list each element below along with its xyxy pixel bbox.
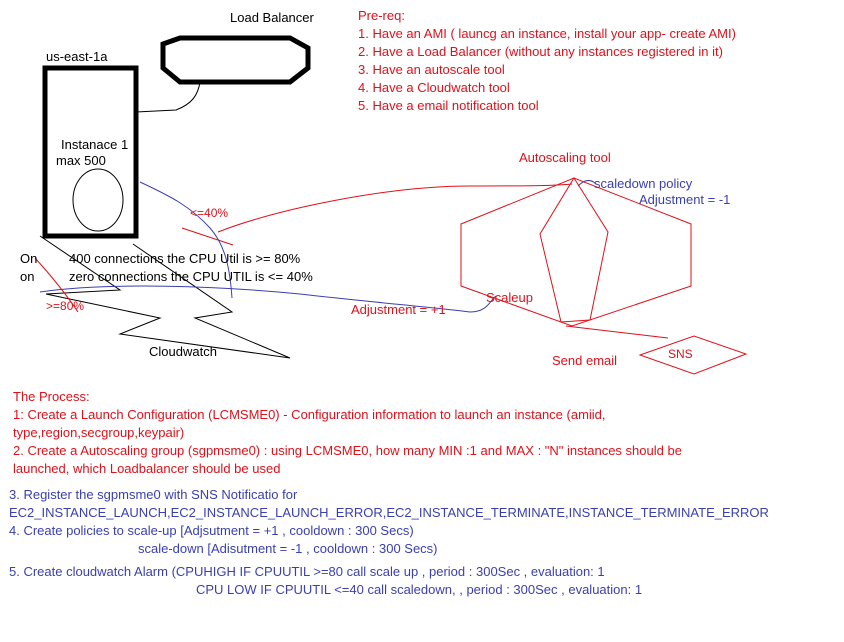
load-balancer-shape xyxy=(160,35,311,85)
sns-diamond xyxy=(638,335,748,375)
instance-circle xyxy=(72,168,124,232)
process-step-line: type,region,secgroup,keypair) xyxy=(13,425,185,440)
process-step-line: 3. Register the sgpmsme0 with SNS Notifi… xyxy=(9,487,298,502)
threshold-high-label: >=80% xyxy=(46,299,85,313)
prereq-item: 5. Have a email notification tool xyxy=(358,98,539,113)
red-arc-high xyxy=(34,257,79,313)
autoscaling-label: Autoscaling tool xyxy=(519,150,611,165)
adjustment-up-label: Adjustment = +1 xyxy=(351,302,446,317)
sns-label: SNS xyxy=(668,347,693,361)
prereq-title: Pre-req: xyxy=(358,8,405,23)
prereq-item: 2. Have a Load Balancer (without any ins… xyxy=(358,44,723,59)
red-line-low xyxy=(181,227,234,246)
lb-connector-line xyxy=(135,81,201,113)
red-arc-to-autoscaling xyxy=(217,183,573,233)
az-label: us-east-1a xyxy=(46,49,108,64)
process-step-line: 4. Create policies to scale-up [Adjsutme… xyxy=(9,523,414,538)
process-step-line: 1: Create a Launch Configuration (LCMSME… xyxy=(13,407,606,422)
cloudwatch-bolt xyxy=(39,235,291,359)
blue-scaledown-mark xyxy=(577,179,597,187)
scaledown-label: scaledown policy xyxy=(594,176,693,191)
adjustment-down-label: Adjustment = -1 xyxy=(639,192,731,207)
process-step-line: CPU LOW IF CPUUTIL <=40 call scaledown, … xyxy=(196,582,643,597)
process-step-line: 2. Create a Autoscaling group (sgpmsme0)… xyxy=(13,443,682,458)
process-step-line: EC2_INSTANCE_LAUNCH,EC2_INSTANCE_LAUNCH_… xyxy=(9,505,769,520)
blue-curve-instance xyxy=(139,181,233,299)
instance-max-label: max 500 xyxy=(56,153,106,168)
on-label-2: on xyxy=(20,269,35,284)
threshold-low-label: <=40% xyxy=(190,206,229,220)
process-title: The Process: xyxy=(13,389,90,404)
sns-connector-line xyxy=(565,325,669,339)
scaleup-label: Scaleup xyxy=(486,290,533,305)
on-label-1: On xyxy=(20,251,38,266)
instance-label: Instanace 1 xyxy=(61,137,129,152)
prereq-item: 4. Have a Cloudwatch tool xyxy=(358,80,510,95)
prereq-item: 1. Have an AMI ( launcg an instance, ins… xyxy=(358,26,736,41)
blue-curve-scaleup xyxy=(39,285,497,313)
cloudwatch-label: Cloudwatch xyxy=(149,344,217,359)
process-step-line: launched, which Loadbalancer should be u… xyxy=(13,461,281,476)
process-step-line: scale-down [Adisutment = -1 , cooldown :… xyxy=(138,541,438,556)
process-step-line: 5. Create cloudwatch Alarm (CPUHIGH IF C… xyxy=(9,564,605,579)
connections-high-text: 400 connections the CPU Util is >= 80% xyxy=(69,251,301,266)
load-balancer-label: Load Balancer xyxy=(230,10,314,25)
send-email-label: Send email xyxy=(552,353,618,368)
autoscaling-pentagon xyxy=(539,177,609,323)
connections-low-text: zero connections the CPU UTIL is <= 40% xyxy=(69,269,313,284)
instance-box xyxy=(42,65,139,239)
prereq-item: 3. Have an autoscale tool xyxy=(358,62,505,77)
